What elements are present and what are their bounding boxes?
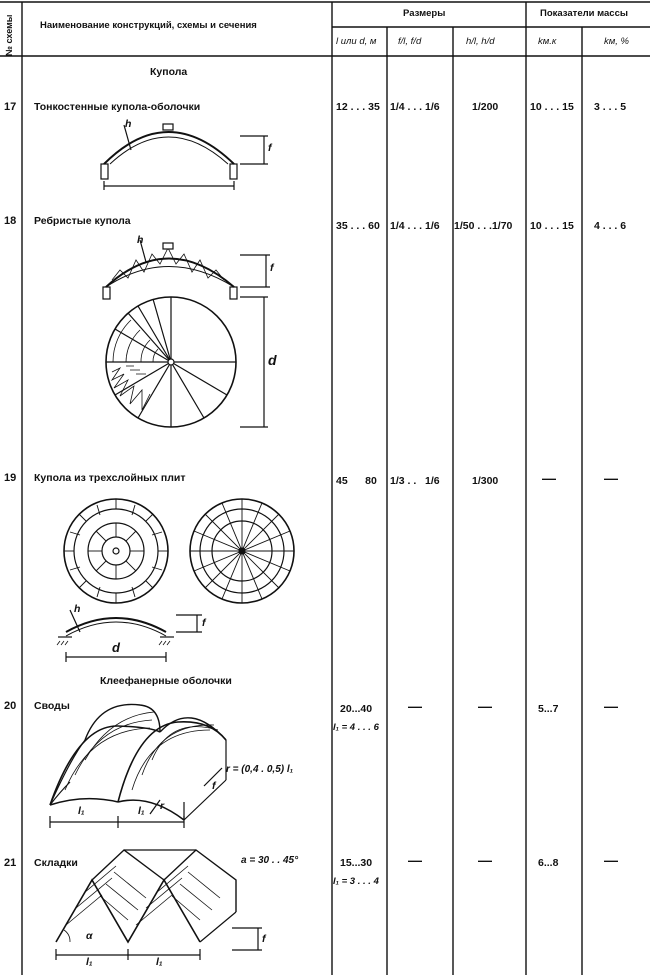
row-19-number: 19 — [4, 472, 17, 484]
row-17-h: 1/200 — [472, 101, 499, 113]
scheme-20-vaults-drawing — [49, 703, 227, 828]
row-19-h: 1/300 — [472, 475, 499, 487]
scheme-17-dome-drawing — [100, 123, 268, 190]
row-21-f: — — [408, 852, 422, 868]
row-21-h: — — [478, 852, 492, 868]
row-19-km: — — [542, 470, 556, 486]
row-20-kpct: — — [604, 698, 618, 714]
header-col-l: l или d, м — [336, 36, 377, 47]
row-20-km: 5...7 — [538, 703, 559, 715]
scheme-18-f-label: f — [270, 262, 274, 274]
header-col-f: f/l, f/d — [398, 36, 422, 47]
row-21-number: 21 — [4, 857, 17, 869]
scheme-19-plan-right-drawing — [189, 498, 295, 604]
scheme-19-h-label: h — [74, 603, 81, 615]
header-sizes: Размеры — [403, 8, 446, 19]
row-19-kpct: — — [604, 470, 618, 486]
row-17-l: 12 . . . 35 — [336, 101, 380, 113]
scheme-18-d-label: d — [268, 352, 277, 368]
scheme-20-f-label: f — [212, 780, 216, 792]
row-20-number: 20 — [4, 700, 17, 712]
scheme-20-r-formula: r = (0,4 . 0,5) l₁ — [226, 764, 294, 775]
scheme-17-h-label: h — [125, 118, 132, 130]
scheme-21-l1-right-label: l₁ — [156, 956, 163, 968]
scheme-21-f-label: f — [262, 933, 266, 945]
scheme-18-plan-drawing — [105, 296, 268, 428]
row-18-f: 1/4 . . . 1/6 — [390, 220, 440, 232]
row-18-h: 1/50 . . .1/70 — [454, 220, 513, 232]
row-21-kpct: — — [604, 852, 618, 868]
scheme-21-a-formula: a = 30 . . 45° — [241, 855, 299, 866]
row-21-l: 15...30 — [340, 857, 373, 869]
row-19-f: 1/3 . . 1/6 — [390, 475, 440, 487]
header-mass: Показатели массы — [540, 8, 628, 19]
section-title-plywood: Клеефанерные оболочки — [100, 675, 232, 687]
row-17-kpct: 3 . . . 5 — [594, 101, 627, 113]
scheme-18-elevation-drawing — [102, 239, 270, 300]
scheme-20-l1-right-label: l₁ — [138, 805, 145, 817]
row-17-number: 17 — [4, 101, 17, 113]
header-name: Наименование конструкций, схемы и сечени… — [40, 20, 257, 31]
row-20-f: — — [408, 698, 422, 714]
header-col-kpct: kм, % — [604, 36, 629, 47]
scheme-21-folds-drawing — [55, 849, 262, 960]
section-title-domes: Купола — [150, 66, 188, 78]
scheme-21-alpha-label: α — [86, 930, 93, 942]
row-18-name: Ребристые купола — [34, 215, 131, 227]
row-18-l: 35 . . . 60 — [336, 220, 380, 232]
row-21-name: Складки — [34, 857, 78, 869]
scheme-18-h-label: h — [137, 234, 144, 246]
row-17-name: Тонкостенные купола-оболочки — [34, 101, 201, 113]
scheme-19-d-label: d — [112, 640, 120, 655]
row-17-f: 1/4 . . . 1/6 — [390, 101, 440, 113]
row-20-l1: l₁ = 4 . . . 6 — [333, 722, 379, 733]
row-18-km: 10 . . . 15 — [530, 220, 574, 232]
header-col-km: kм.к — [538, 36, 557, 47]
scheme-20-r-label: r — [160, 800, 165, 812]
scheme-17-f-label: f — [268, 142, 272, 154]
row-21-l1: l₁ = 3 . . . 4 — [333, 876, 379, 887]
row-18-number: 18 — [4, 215, 17, 227]
scheme-21-l1-left-label: l₁ — [86, 956, 93, 968]
row-18-kpct: 4 . . . 6 — [594, 220, 627, 232]
scheme-20-l1-left-label: l₁ — [78, 805, 85, 817]
scheme-19-f-label: f — [202, 617, 206, 629]
row-17-km: 10 . . . 15 — [530, 101, 574, 113]
scheme-19-plan-left-drawing — [63, 498, 169, 604]
row-20-name: Своды — [34, 700, 70, 712]
header-col-h: h/l, h/d — [466, 36, 495, 47]
scheme-19-section-drawing — [56, 609, 202, 662]
row-19-name: Купола из трехслойных плит — [34, 472, 186, 484]
row-19-l: 45 80 — [336, 475, 377, 487]
row-21-km: 6...8 — [538, 857, 559, 869]
row-20-h: — — [478, 698, 492, 714]
row-20-l: 20...40 — [340, 703, 373, 715]
